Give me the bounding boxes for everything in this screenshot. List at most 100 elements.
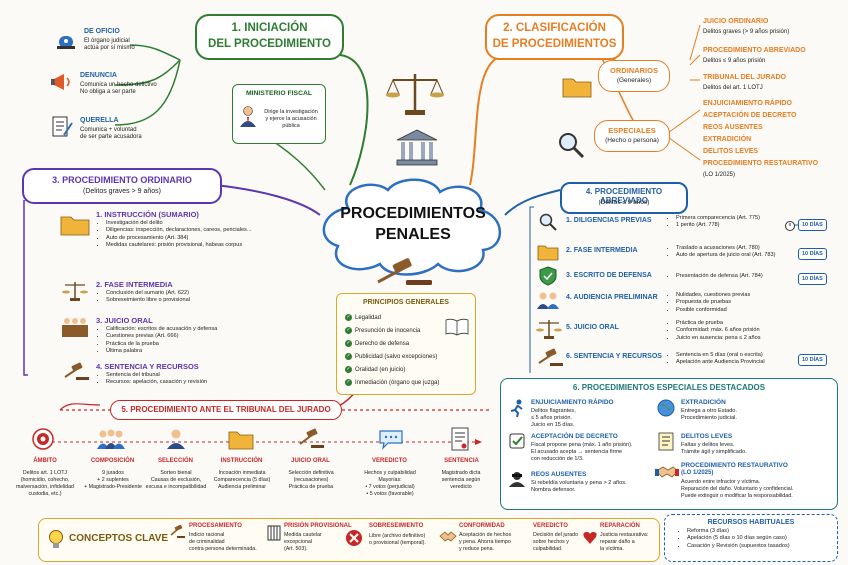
speech-bubble-icon <box>378 428 404 450</box>
abbr-row-4-title: 5. JUICIO ORAL <box>566 324 619 331</box>
initiation-title-box: 1. INICIACIÓN DEL PROCEDIMIENTO <box>195 14 344 60</box>
classification-title-box: 2. CLASIFICACIÓN DE PROCEDIMIENTOS <box>485 14 624 60</box>
jury-step-6-l0: Magistrado dicta <box>441 470 481 476</box>
special-0-l0: Delitos flagrantes, <box>531 408 576 414</box>
list-item: Apelación ante Audiencia Provincial <box>676 359 801 366</box>
abbr-row-5-title: 6. SENTENCIA Y RECURSOS <box>566 353 662 360</box>
special-1-l1: Procedimiento judicial. <box>681 415 737 421</box>
abbr-row-0-title: 1. DILIGENCIAS PREVIAS <box>566 217 652 224</box>
concept-4-l0: Decisión del jurado <box>533 532 579 538</box>
item-denuncia-desc2: No obliga a ser parte <box>80 89 136 95</box>
magnifier-icon <box>556 130 586 160</box>
list-item: Juicio en ausencia: pena ≤ 2 años <box>676 335 796 342</box>
ordinary-list-2-title: TRIBUNAL DEL JURADO <box>703 74 786 81</box>
concept-0-l1: de criminalidad <box>189 539 225 545</box>
check-icon: ✓ <box>345 340 352 347</box>
list-item: Propuesta de pruebas <box>676 299 796 306</box>
ordinary-title: 3. PROCEDIMIENTO ORDINARIO <box>52 175 192 185</box>
shield-icon <box>538 266 558 286</box>
center-cloud <box>322 178 502 276</box>
list-item: Calificación: escritos de acusación y de… <box>106 326 286 333</box>
special-list-0: ENJUICIAMIENTO RÁPIDO <box>703 100 792 107</box>
special-list-1: ACEPTACIÓN DE DECRETO <box>703 112 797 119</box>
ordinary-phase-3-list: Sentencia del tribunal Recursos: apelaci… <box>98 372 286 387</box>
special-title: 6. PROCEDIMIENTOS ESPECIALES DESTACADOS <box>572 383 766 392</box>
special-5-l2: Puede extinguir o modificar la responsab… <box>681 493 793 499</box>
list-item: Sobreseimiento libre o provisional <box>106 297 281 304</box>
gavel-icon <box>368 258 438 288</box>
gavel-jury-icon <box>297 428 325 450</box>
jury-step-3-l2: Audiencia preliminar <box>218 484 266 490</box>
concepts-box: CONCEPTOS CLAVE PROCESAMIENTO Indicio ra… <box>38 518 660 562</box>
handshake-concept-icon <box>439 529 457 545</box>
special-4-l1: Nombra defensor. <box>531 487 576 493</box>
concept-5-title: REPARACIÓN <box>600 523 640 529</box>
jury-step-2-l2: excusa e incompatibilidad <box>145 484 207 490</box>
ordinarios-label1: ORDINARIOS <box>610 66 658 75</box>
concept-3-l1: y pena. Ahorra tiempo <box>459 539 511 545</box>
siren-icon <box>55 30 77 50</box>
recursos-title: RECURSOS HABITUALES <box>707 519 795 526</box>
concept-5-l2: la víctima. <box>600 546 624 552</box>
ordinary-phase-3-title: 4. SENTENCIA Y RECURSOS <box>96 362 199 371</box>
people-icon <box>536 290 560 310</box>
ordinarios-box: ORDINARIOS (Generales) <box>598 60 670 92</box>
special-3-l0: Faltas y delitos leves. <box>681 442 735 448</box>
running-person-icon <box>509 399 525 418</box>
jury-step-3-l0: Incoación inmediata <box>218 470 266 476</box>
special-5-title: PROCEDIMIENTO RESTAURATIVO <box>681 462 788 469</box>
item-oficio-desc2: actúa por sí mismo <box>84 45 135 51</box>
abbr-row-3-list: Nulidades, cuestiones previas Propuesta … <box>668 292 796 314</box>
list-item: Investigación del delito <box>106 220 281 227</box>
jury-step-0-l0: Delitos art. 1 LOTJ <box>22 470 68 476</box>
special-2-l2: con reducción de 1/3. <box>531 456 584 462</box>
ordinary-bracket <box>23 200 28 376</box>
folder-icon-ord <box>60 212 90 236</box>
item-denuncia-title: DENUNCIA <box>80 72 117 79</box>
ordinary-phase-2-title: 3. JUICIO ORAL <box>96 316 153 325</box>
classification-title-line1: 2. CLASIFICACIÓN <box>503 22 606 34</box>
list-item: Sentencia en 5 días (oral o escrita) <box>676 352 801 359</box>
abbr-row-2-title: 3. ESCRITO DE DEFENSA <box>566 272 652 279</box>
ministerio-desc3: pública <box>282 123 300 129</box>
special-0-l1: ≤ 5 años prisión. <box>531 415 573 421</box>
initiation-title-line2: DEL PROCEDIMIENTO <box>208 38 331 50</box>
special-5-l1: Reparación del daño. Voluntario y confid… <box>681 486 794 492</box>
jury-step-6-l1: sentencia según <box>441 477 481 483</box>
jury-step-6-l2: veredicto <box>450 484 472 490</box>
list-item: Recursos: apelación, casación y revisión <box>106 379 286 386</box>
concept-5-l0: Justicia restaurativa: <box>600 532 649 538</box>
principles-box: PRINCIPIOS GENERALES ✓Legalidad ✓Presunc… <box>336 293 476 395</box>
list-item: Traslado a acusaciones (Art. 780) <box>676 245 801 252</box>
ordinary-phase-1-title: 2. FASE INTERMEDIA <box>96 280 173 289</box>
concept-4-l1: sobre hechos y <box>533 539 569 545</box>
jury-step-3-title: INSTRUCCIÓN <box>220 458 263 464</box>
especiales-label2: (Hecho o persona) <box>605 137 659 144</box>
abbreviated-subtitle: (Delitos ≤ 9 años) <box>598 199 650 206</box>
stopwatch-icon <box>784 218 796 231</box>
concept-2-l0: Libre (archivo definitivo) <box>369 533 426 539</box>
ordinary-phase-2-list: Calificación: escritos de acusación y de… <box>98 326 286 355</box>
jury-step-5-l0: Hechos y culpabilidad <box>364 470 416 476</box>
list-item: Nulidades, cuestiones previas <box>676 292 796 299</box>
principle-item: ✓Derecho de defensa <box>345 340 410 348</box>
folder-icon <box>562 74 592 98</box>
concepts-title: CONCEPTOS CLAVE <box>69 533 169 544</box>
list-item: 1 perito (Art. 778) <box>676 222 791 229</box>
gavel-abbr-icon <box>536 348 564 368</box>
jury-step-4-l2: Práctica de prueba <box>288 484 334 490</box>
special-0-l2: Juicio en 15 días. <box>531 422 575 428</box>
ordinary-list-1-desc: Delitos ≤ 9 años prisión <box>703 58 766 64</box>
abbr-row-2-list: Presentación de defensa (Art. 784) <box>668 273 796 280</box>
abbr-row-1-badge: 10 DÍAS <box>798 248 827 260</box>
check-icon: ✓ <box>345 314 352 321</box>
abbr-row-3-title: 4. AUDIENCIA PRELIMINAR <box>566 294 658 301</box>
concept-2-title: SOBRESEIMIENTO <box>369 523 424 529</box>
principle-item: ✓Presunción de inocencia <box>345 327 421 335</box>
concept-3-l0: Aceptación de hechos <box>459 532 512 538</box>
ordinary-list-1-title: PROCEDIMIENTO ABREVIADO <box>703 47 806 54</box>
courtroom-icon <box>60 315 90 339</box>
concept-0-l2: contra persona determinada. <box>189 546 257 552</box>
folder-jury-icon <box>228 428 254 450</box>
jury-step-4-title: JUICIO ORAL <box>291 458 330 464</box>
